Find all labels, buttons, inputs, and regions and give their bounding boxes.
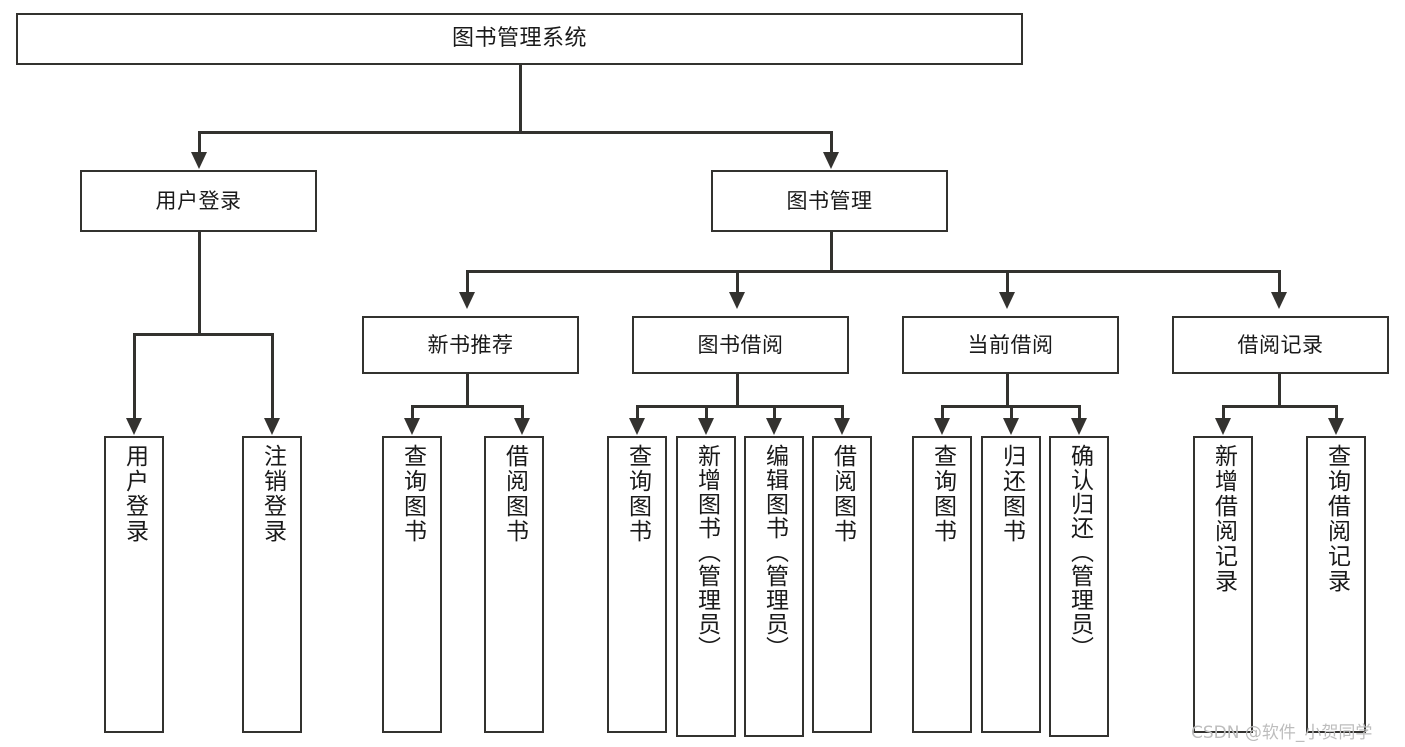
- connector-to-borrow-record: [1278, 270, 1281, 292]
- node-current-borrow[interactable]: 当前借阅: [902, 316, 1119, 374]
- connector-borrow-record-stem: [1278, 374, 1281, 405]
- arrow-to-current-borrow: [999, 292, 1015, 309]
- node-label: 查询图书: [624, 444, 651, 544]
- arrow-to-leaf-return-book: [1003, 418, 1019, 435]
- arrow-to-leaf-borrow-book-nbr: [514, 418, 530, 435]
- connector-root-bus: [198, 131, 832, 134]
- connector-to-current-borrow: [1006, 270, 1009, 292]
- node-book-borrow[interactable]: 图书借阅: [632, 316, 849, 374]
- connector-borrow-record-bus: [1222, 405, 1337, 408]
- node-label: 借阅记录: [1237, 332, 1324, 357]
- connector-root-to-user-login: [198, 131, 201, 153]
- node-label: 归还图书: [998, 444, 1025, 544]
- connector-bb-branch-1: [636, 405, 639, 418]
- connector-bb-branch-3: [773, 405, 776, 418]
- node-new-book-recommend[interactable]: 新书推荐: [362, 316, 579, 374]
- connector-user-login-branch-2: [271, 333, 274, 418]
- connector-cb-branch-1: [941, 405, 944, 418]
- leaf-add-book-admin[interactable]: 新增图书（管理员）: [676, 436, 736, 737]
- connector-book-borrow-bus: [636, 405, 842, 408]
- arrow-to-new-book-recommend: [459, 292, 475, 309]
- connector-bb-branch-4: [841, 405, 844, 418]
- leaf-user-login[interactable]: 用户登录: [104, 436, 164, 733]
- connector-root-to-book-management: [830, 131, 833, 153]
- arrow-to-leaf-query-book-bb: [629, 418, 645, 435]
- connector-new-book-recommend-stem: [466, 374, 469, 405]
- connector-nbr-branch-1: [411, 405, 414, 418]
- connector-book-borrow-stem: [736, 374, 739, 405]
- node-borrow-record[interactable]: 借阅记录: [1172, 316, 1389, 374]
- node-label: 新增借阅记录: [1210, 444, 1237, 594]
- node-label: 查询图书: [929, 444, 956, 544]
- node-user-login[interactable]: 用户登录: [80, 170, 317, 232]
- leaf-query-book-current[interactable]: 查询图书: [912, 436, 972, 733]
- arrow-to-leaf-query-book-cb: [934, 418, 950, 435]
- arrow-to-book-borrow: [729, 292, 745, 309]
- arrow-to-leaf-user-login: [126, 418, 142, 435]
- connector-root-stem: [519, 65, 522, 131]
- node-label: 查询图书: [399, 444, 426, 544]
- connector-br-branch-2: [1335, 405, 1338, 418]
- arrow-to-user-login: [191, 152, 207, 169]
- arrow-to-borrow-record: [1271, 292, 1287, 309]
- node-label: 确认归还（管理员）: [1066, 444, 1093, 660]
- csdn-watermark: CSDN @软件_小贺同学: [1191, 723, 1373, 743]
- node-root-book-management-system[interactable]: 图书管理系统: [16, 13, 1023, 65]
- arrow-to-leaf-add-book: [698, 418, 714, 435]
- node-label: 用户登录: [155, 188, 242, 213]
- node-label: 查询借阅记录: [1323, 444, 1350, 594]
- connector-user-login-branch-1: [133, 333, 136, 418]
- leaf-borrow-book-borrow[interactable]: 借阅图书: [812, 436, 872, 733]
- connector-new-book-recommend-bus: [411, 405, 523, 408]
- node-label: 图书借阅: [697, 332, 784, 357]
- connector-level3-bus: [466, 270, 1278, 273]
- arrow-to-book-management: [823, 152, 839, 169]
- connector-to-book-borrow: [736, 270, 739, 292]
- connector-bb-branch-2: [705, 405, 708, 418]
- leaf-return-book[interactable]: 归还图书: [981, 436, 1041, 733]
- connector-nbr-branch-2: [521, 405, 524, 418]
- connector-user-login-bus: [133, 333, 273, 336]
- node-label: 新增图书（管理员）: [693, 444, 720, 660]
- connector-br-branch-1: [1222, 405, 1225, 418]
- arrow-to-leaf-query-record: [1328, 418, 1344, 435]
- arrow-to-leaf-confirm-return: [1071, 418, 1087, 435]
- connector-user-login-stem: [198, 232, 201, 333]
- node-label: 借阅图书: [829, 444, 856, 544]
- leaf-add-borrow-record[interactable]: 新增借阅记录: [1193, 436, 1253, 733]
- leaf-query-book-recommend[interactable]: 查询图书: [382, 436, 442, 733]
- node-label: 注销登录: [259, 444, 286, 544]
- node-label: 新书推荐: [427, 332, 514, 357]
- leaf-logout[interactable]: 注销登录: [242, 436, 302, 733]
- connector-cb-branch-2: [1010, 405, 1013, 418]
- connector-cb-branch-3: [1078, 405, 1081, 418]
- connector-current-borrow-stem: [1006, 374, 1009, 405]
- arrow-to-leaf-borrow-book-bb: [834, 418, 850, 435]
- leaf-edit-book-admin[interactable]: 编辑图书（管理员）: [744, 436, 804, 737]
- node-book-management[interactable]: 图书管理: [711, 170, 948, 232]
- arrow-to-leaf-query-book-nbr: [404, 418, 420, 435]
- arrow-to-leaf-add-record: [1215, 418, 1231, 435]
- arrow-to-leaf-edit-book: [766, 418, 782, 435]
- arrow-to-leaf-logout: [264, 418, 280, 435]
- node-label: 借阅图书: [501, 444, 528, 544]
- node-label: 编辑图书（管理员）: [761, 444, 788, 660]
- node-label: 当前借阅: [967, 332, 1054, 357]
- connector-to-new-book-recommend: [466, 270, 469, 292]
- node-label: 图书管理: [786, 188, 873, 213]
- leaf-confirm-return-admin[interactable]: 确认归还（管理员）: [1049, 436, 1109, 737]
- connector-book-management-stem: [830, 232, 833, 270]
- leaf-query-borrow-record[interactable]: 查询借阅记录: [1306, 436, 1366, 733]
- node-label: 用户登录: [121, 444, 148, 544]
- leaf-query-book-borrow[interactable]: 查询图书: [607, 436, 667, 733]
- node-label: 图书管理系统: [451, 26, 587, 52]
- leaf-borrow-book-recommend[interactable]: 借阅图书: [484, 436, 544, 733]
